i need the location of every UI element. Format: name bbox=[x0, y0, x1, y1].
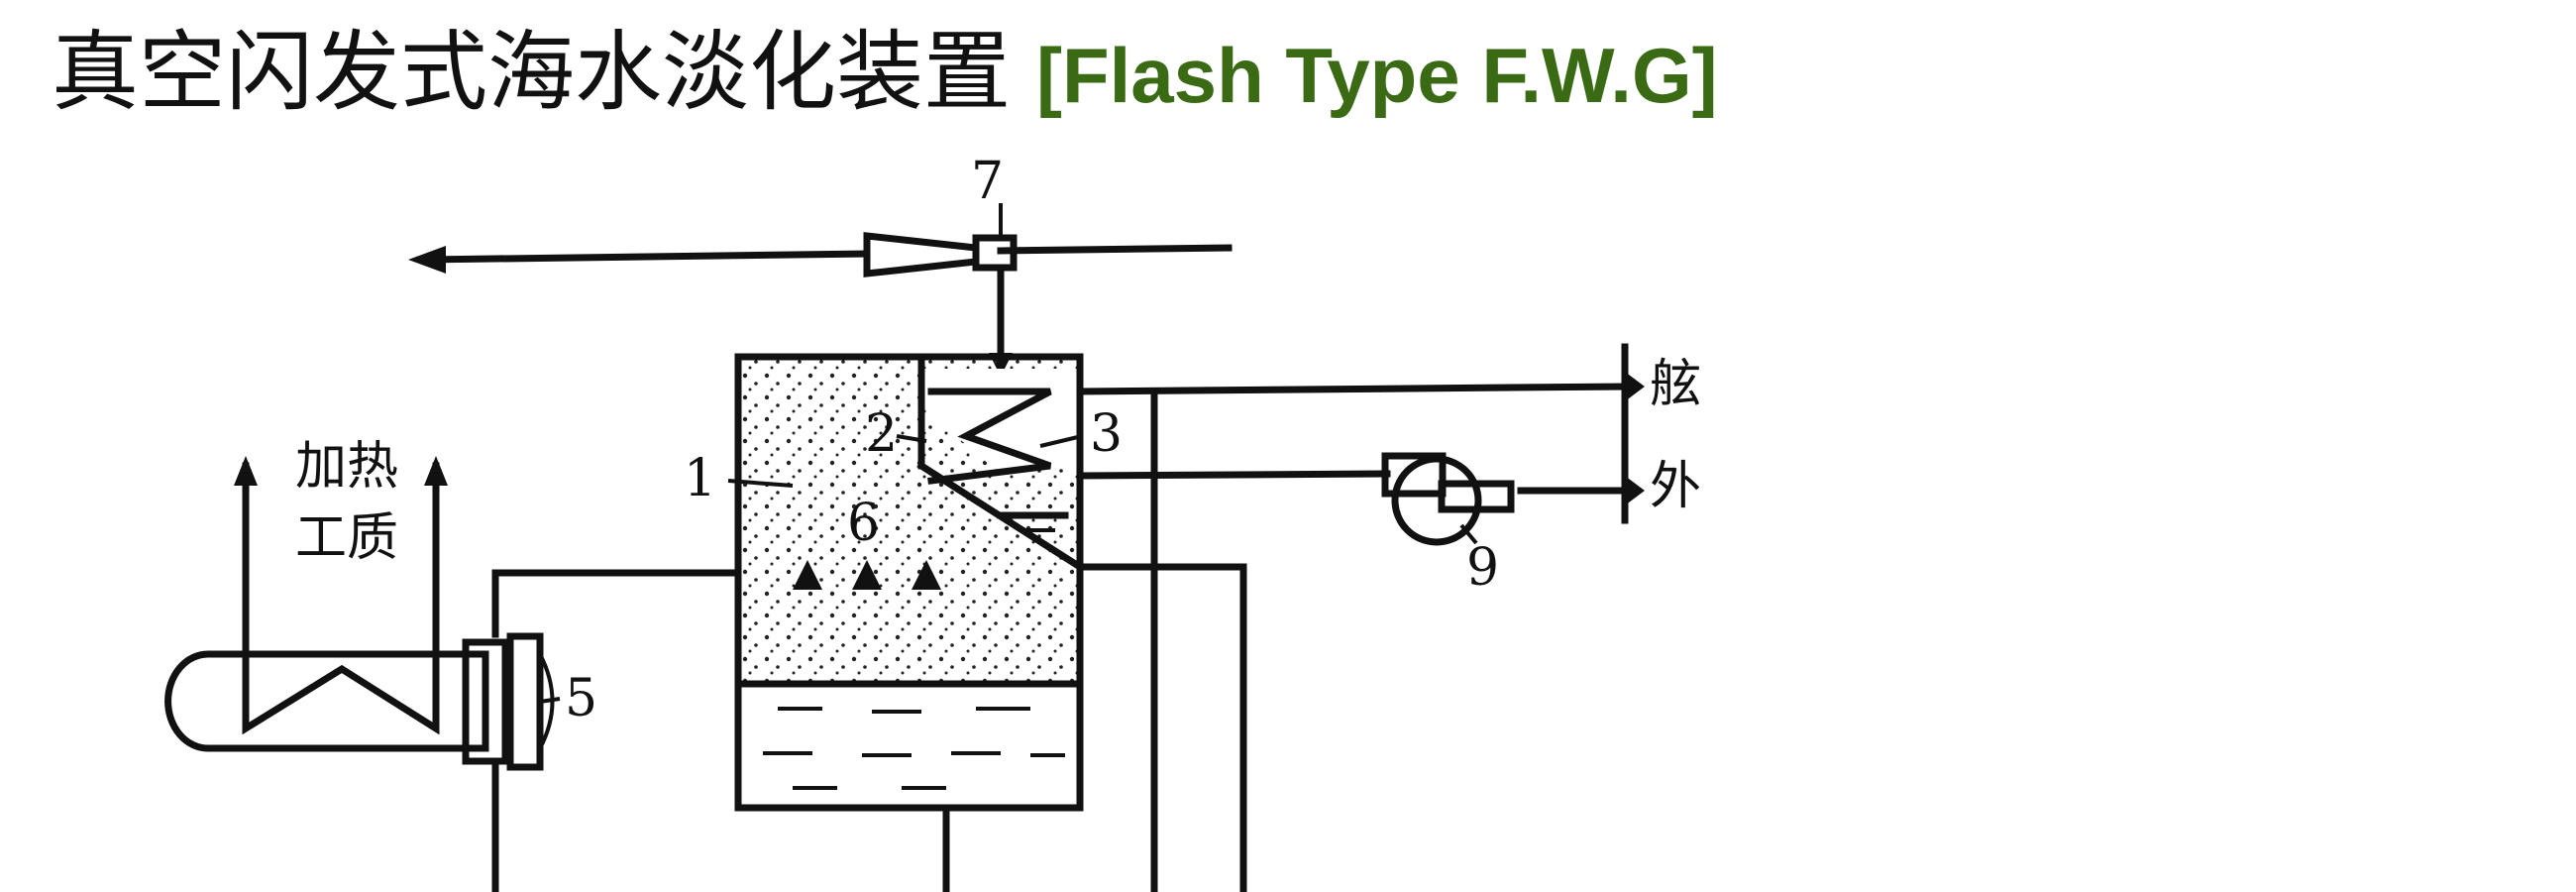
heater-flange bbox=[462, 638, 509, 765]
label-3: 3 bbox=[1090, 404, 1123, 464]
label-1: 1 bbox=[684, 449, 716, 508]
outboard-label-bottom: 外 bbox=[1650, 457, 1701, 516]
up-arrow-icon bbox=[424, 456, 448, 486]
ejector-nozzle bbox=[863, 232, 980, 278]
right-arrow-icon bbox=[1625, 372, 1645, 401]
label-2: 2 bbox=[865, 404, 898, 464]
right-arrow-icon bbox=[1625, 476, 1645, 505]
slide-title: 真空闪发式海水淡化装置 [Flash Type F.W.G] bbox=[52, 18, 1718, 127]
right-piping bbox=[1076, 343, 1645, 892]
spray-nozzle-icon bbox=[793, 560, 822, 590]
ejector-body bbox=[972, 234, 1018, 272]
label-9: 9 bbox=[1466, 538, 1499, 598]
label-6: 6 bbox=[847, 494, 880, 553]
heater-shell bbox=[164, 650, 489, 752]
label-5: 5 bbox=[565, 669, 597, 728]
heating-medium-label-1: 加热 bbox=[295, 437, 398, 497]
spray-nozzle-icon bbox=[852, 560, 882, 590]
chamber-shell bbox=[734, 353, 1084, 812]
outboard-label-top: 舷 bbox=[1650, 355, 1701, 414]
label-7: 7 bbox=[971, 152, 1004, 211]
flash-chamber bbox=[734, 353, 1085, 892]
left-arrow-icon bbox=[408, 246, 446, 274]
condenser-coil bbox=[927, 388, 1052, 485]
up-arrow-icon bbox=[234, 456, 258, 486]
heating-coil bbox=[242, 462, 440, 735]
leader-lines bbox=[539, 203, 1478, 704]
heater-assembly bbox=[164, 456, 742, 892]
spray-nozzle-icon bbox=[912, 560, 941, 590]
title-chinese: 真空闪发式海水淡化装置 bbox=[52, 21, 1012, 123]
title-english: [Flash Type F.W.G] bbox=[1036, 32, 1718, 119]
heating-medium-label-2: 工质 bbox=[295, 508, 398, 568]
seawater-feed-pipe bbox=[491, 569, 742, 638]
